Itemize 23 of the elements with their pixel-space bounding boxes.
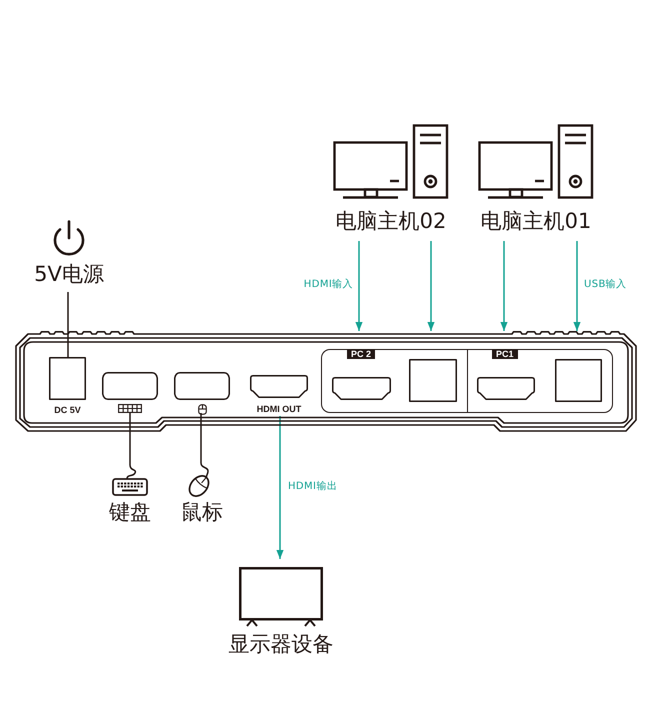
- arrow: [500, 241, 508, 331]
- power-label: 5V电源: [34, 262, 104, 286]
- port-label: DC 5V: [54, 405, 81, 416]
- port-group-tag: PC1: [492, 349, 518, 359]
- port-group-panel: [321, 349, 467, 413]
- edge-label: HDMI输出: [287, 481, 338, 493]
- display-label: 显示器设备: [228, 632, 334, 656]
- port-label: HDMI OUT: [256, 404, 302, 415]
- keyboard-label: 键盘: [109, 500, 151, 524]
- edge-label: HDMI输入: [302, 279, 354, 291]
- computer-label: 电脑主机01: [480, 209, 592, 233]
- connector-line: [200, 413, 202, 463]
- port-group-tag: PC 2: [347, 349, 376, 359]
- connector-line: [129, 413, 131, 465]
- arrow: [276, 416, 284, 559]
- arrow: [427, 241, 435, 331]
- arrow: [573, 241, 581, 331]
- arrow: [355, 241, 363, 331]
- edge-label: USB输入: [583, 279, 628, 291]
- connector-line: [67, 292, 69, 357]
- mouse-label: 鼠标: [181, 500, 223, 524]
- port-group-panel: [467, 349, 613, 413]
- computer-label: 电脑主机02: [336, 209, 446, 233]
